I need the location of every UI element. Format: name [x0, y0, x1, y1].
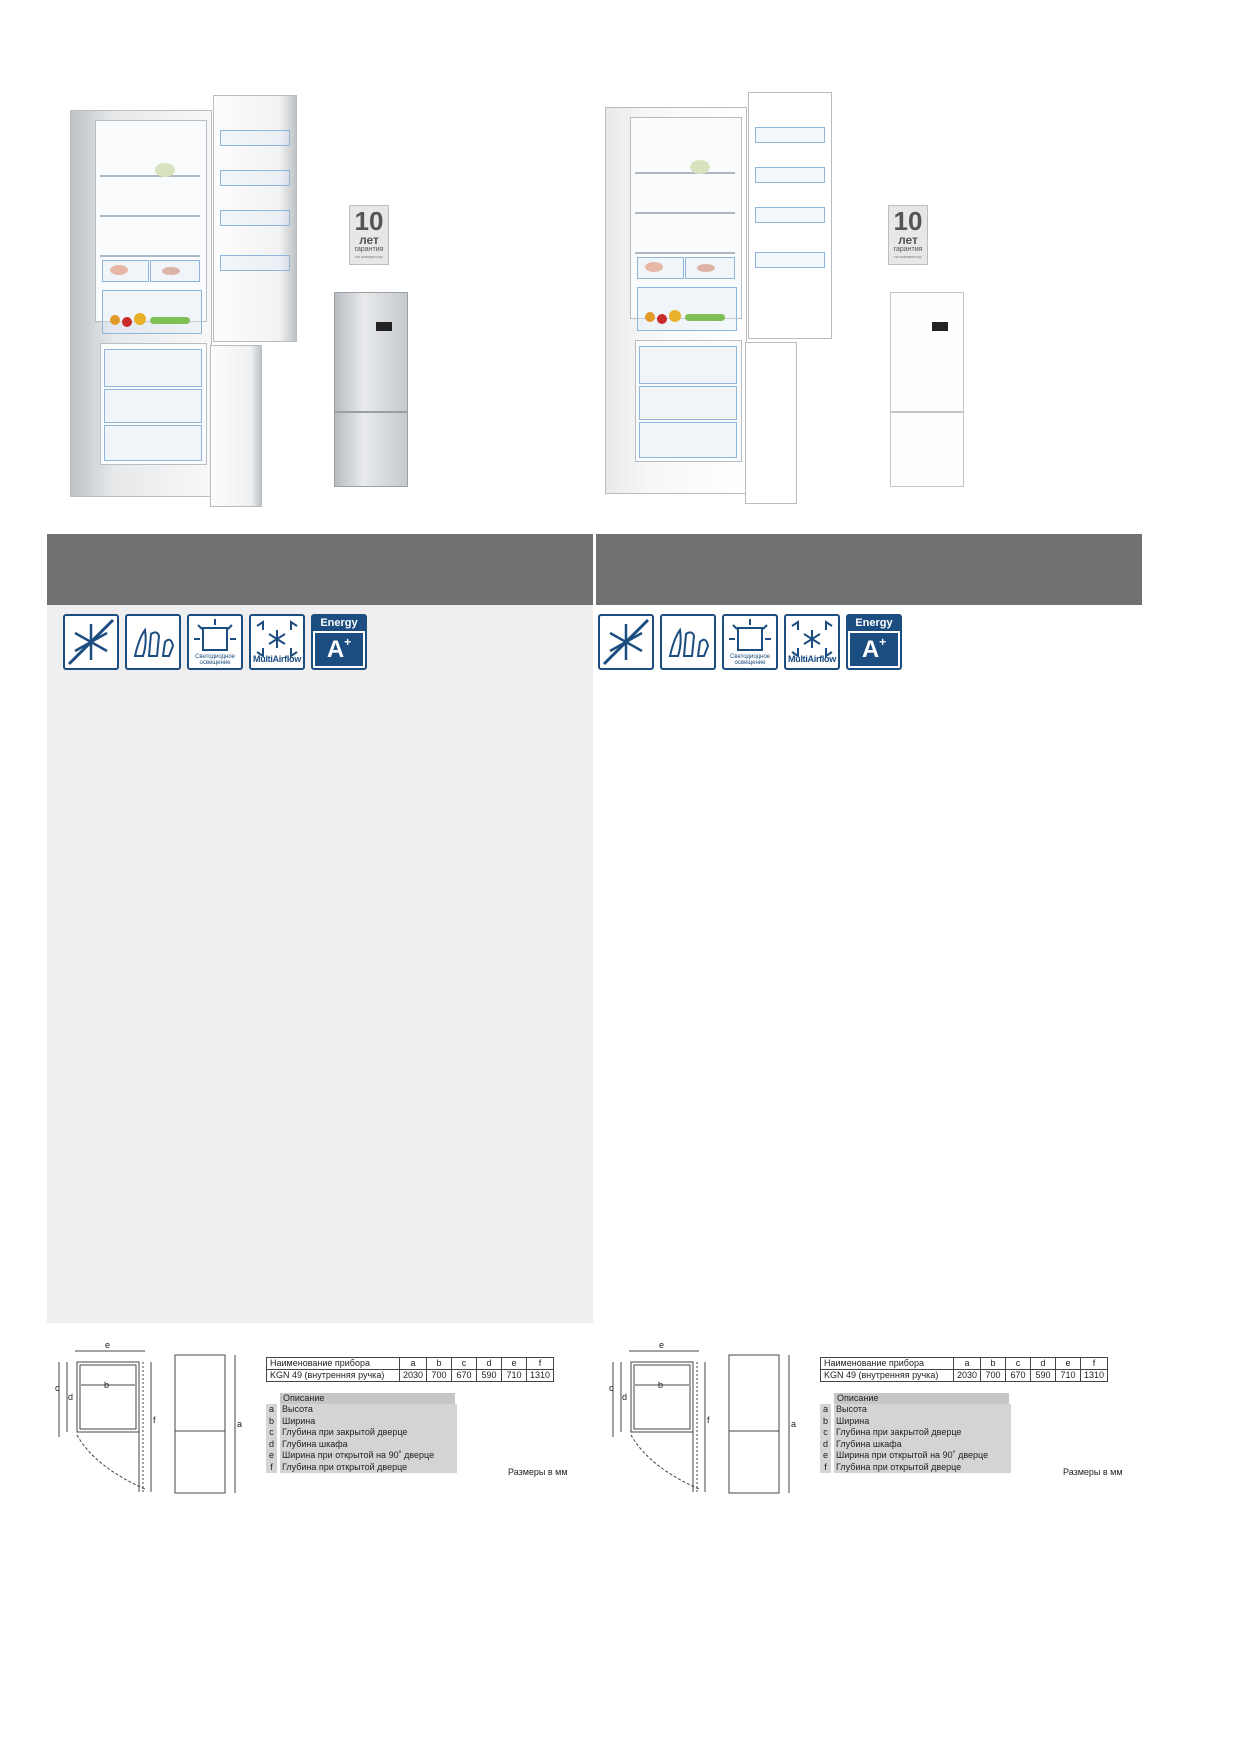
- dimension-drawing-left: e c d b f a: [55, 1340, 255, 1495]
- fridge-closed-photo-inox: [334, 292, 408, 487]
- table-row: KGN 49 (внутренняя ручка) 2030 700 670 5…: [266, 1369, 555, 1382]
- multiairflow-icon: MultiAirflow: [784, 614, 840, 670]
- energy-class-icon: Energy A+: [311, 614, 367, 670]
- dim-label-a: a: [237, 1419, 243, 1429]
- dim-label-e: e: [659, 1340, 665, 1350]
- fridge-open-photo-inox: [70, 95, 310, 515]
- table-header-row: Наименование прибора a b c d e f: [266, 1357, 555, 1370]
- dim-label-f: f: [707, 1415, 710, 1425]
- units-note-right: Размеры в мм: [1063, 1467, 1123, 1477]
- feature-icons-right: Светодиодное освещение MultiAirflow Ener…: [598, 614, 902, 670]
- table-header-row: Наименование прибора a b c d e f: [820, 1357, 1109, 1370]
- dim-label-d: d: [68, 1392, 74, 1402]
- fridge-closed-photo-white: [890, 292, 964, 487]
- dim-label-c: c: [55, 1383, 60, 1393]
- multiairflow-icon: MultiAirflow: [249, 614, 305, 670]
- nofrost-icon: [598, 614, 654, 670]
- dimensions-table-right: Наименование прибора a b c d e f KGN 49 …: [820, 1357, 1109, 1382]
- dim-label-a: a: [791, 1419, 797, 1429]
- fridge-open-photo-white: [605, 92, 845, 512]
- food-storage-icon: [660, 614, 716, 670]
- dim-label-f: f: [153, 1415, 156, 1425]
- energy-class-icon: Energy A+: [846, 614, 902, 670]
- dim-label-c: c: [609, 1383, 614, 1393]
- warranty-badge-white: 10 лет гарантия на компрессор: [888, 205, 928, 265]
- header-bar-left: [47, 534, 593, 605]
- feature-panel-left: [47, 605, 593, 1323]
- led-light-icon: Светодиодное освещение: [722, 614, 778, 670]
- nofrost-icon: [63, 614, 119, 670]
- header-bar-right: [596, 534, 1142, 605]
- feature-icons-left: Светодиодное освещение MultiAirflow Ener…: [63, 614, 367, 670]
- dim-label-b: b: [658, 1380, 664, 1390]
- food-storage-icon: [125, 614, 181, 670]
- dimensions-table-left: Наименование прибора a b c d e f KGN 49 …: [266, 1357, 555, 1382]
- led-light-icon: Светодиодное освещение: [187, 614, 243, 670]
- table-row: KGN 49 (внутренняя ручка) 2030 700 670 5…: [820, 1369, 1109, 1382]
- units-note-left: Размеры в мм: [508, 1467, 568, 1477]
- warranty-badge-inox: 10 лет гарантия на компрессор: [349, 205, 389, 265]
- dim-label-e: e: [105, 1340, 111, 1350]
- dim-label-b: b: [104, 1380, 110, 1390]
- dim-label-d: d: [622, 1392, 628, 1402]
- dimension-drawing-right: e c d b f a: [609, 1340, 809, 1495]
